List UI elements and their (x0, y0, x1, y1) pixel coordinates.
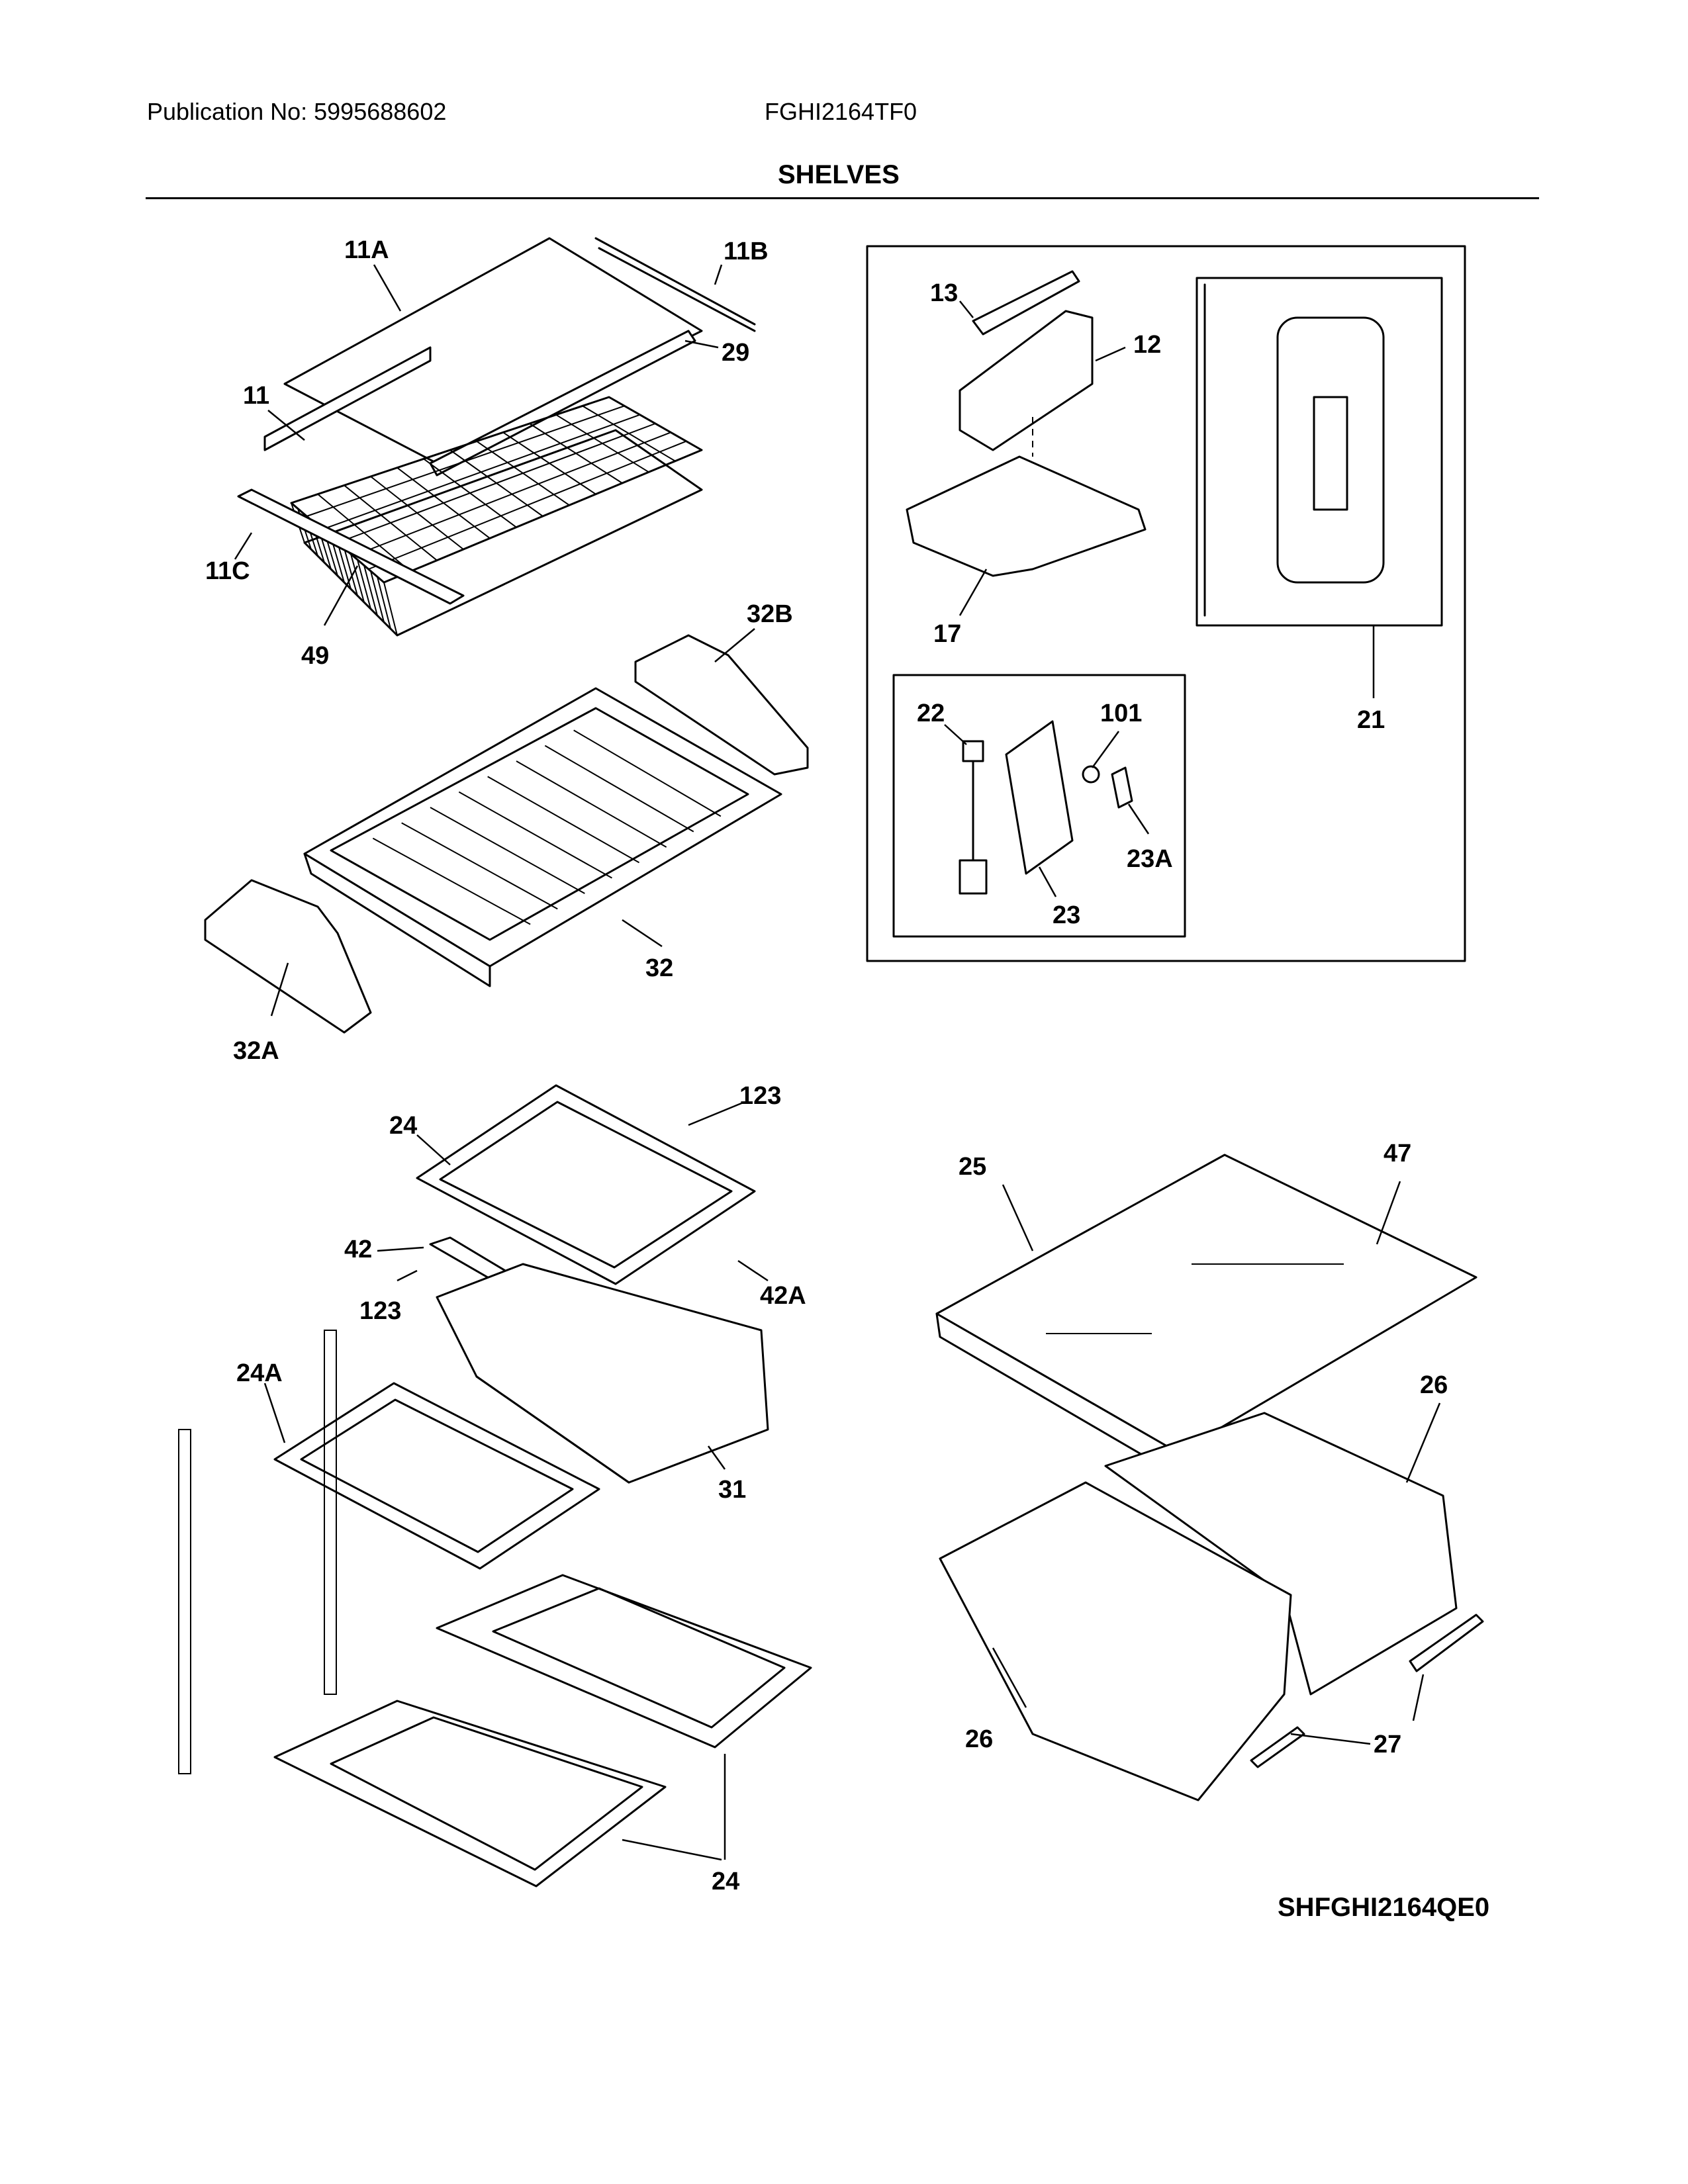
label-17: 17 (933, 620, 961, 648)
label-23: 23 (1053, 901, 1080, 929)
header-rule (146, 197, 1539, 199)
label-123-mid: 123 (359, 1297, 401, 1325)
cover-drawing (1005, 720, 1074, 875)
rail-right-drawing (634, 634, 809, 776)
label-24-bottom: 24 (712, 1868, 739, 1895)
label-26-right: 26 (1420, 1371, 1448, 1399)
shelf-24-bottom-drawing (273, 1700, 667, 1888)
drawer-26-left-drawing (939, 1481, 1292, 1801)
dispenser-panel-drawing (1203, 283, 1385, 617)
publication-number: Publication No: 5995688602 (147, 98, 447, 125)
label-22: 22 (917, 700, 945, 727)
detail-22-frame (892, 674, 1186, 938)
label-42: 42 (344, 1236, 372, 1263)
label-12: 12 (1133, 331, 1161, 359)
crisper-cover-drawing (935, 1154, 1477, 1477)
slide-27-drawing (1250, 1614, 1484, 1768)
label-32: 32 (645, 954, 673, 982)
diagram-code: SHFGHI2164QE0 (1278, 1893, 1490, 1922)
label-25: 25 (959, 1153, 986, 1181)
tray-drawing (906, 455, 1147, 577)
crisper-31-drawing (436, 1263, 769, 1484)
shelf-24A-drawing (273, 1382, 600, 1570)
label-101: 101 (1100, 700, 1142, 727)
label-24-top: 24 (389, 1112, 417, 1140)
label-11C: 11C (205, 557, 250, 585)
label-23A: 23A (1127, 845, 1173, 873)
shelf-24-top-drawing (416, 1084, 756, 1285)
label-47: 47 (1383, 1140, 1411, 1167)
meat-pan-drawing (303, 687, 782, 987)
label-32A: 32A (233, 1037, 279, 1065)
handle-drawing (972, 270, 1080, 336)
label-11: 11 (243, 382, 269, 410)
bucket-drawing (959, 310, 1094, 451)
ice-assembly-frame (866, 245, 1466, 962)
leader-lines (234, 264, 1441, 1861)
clip-drawing (1111, 766, 1133, 809)
sensor-drawing (959, 740, 988, 895)
label-27: 27 (1374, 1731, 1401, 1758)
label-24A: 24A (236, 1359, 283, 1387)
label-11A: 11A (344, 236, 389, 264)
label-42A: 42A (760, 1282, 806, 1310)
label-11B: 11B (724, 238, 769, 265)
label-32B: 32B (747, 600, 793, 628)
rail-left-drawing (204, 879, 372, 1034)
label-49: 49 (301, 642, 329, 670)
model-number: FGHI2164TF0 (765, 98, 917, 125)
screw-drawing (1082, 765, 1100, 784)
detail-21-frame (1196, 277, 1443, 627)
wall-rail-drawing (178, 1330, 337, 1774)
label-13: 13 (930, 279, 958, 307)
section-title: SHELVES (778, 160, 900, 189)
label-31: 31 (718, 1476, 746, 1504)
label-29: 29 (722, 339, 749, 367)
label-26-left: 26 (965, 1725, 993, 1753)
label-123-top: 123 (739, 1082, 781, 1110)
glass-shelf-drawing (263, 237, 756, 477)
shelf-24-mid-drawing (436, 1574, 812, 1749)
label-21: 21 (1357, 706, 1385, 734)
wire-basket-drawing (237, 396, 703, 637)
